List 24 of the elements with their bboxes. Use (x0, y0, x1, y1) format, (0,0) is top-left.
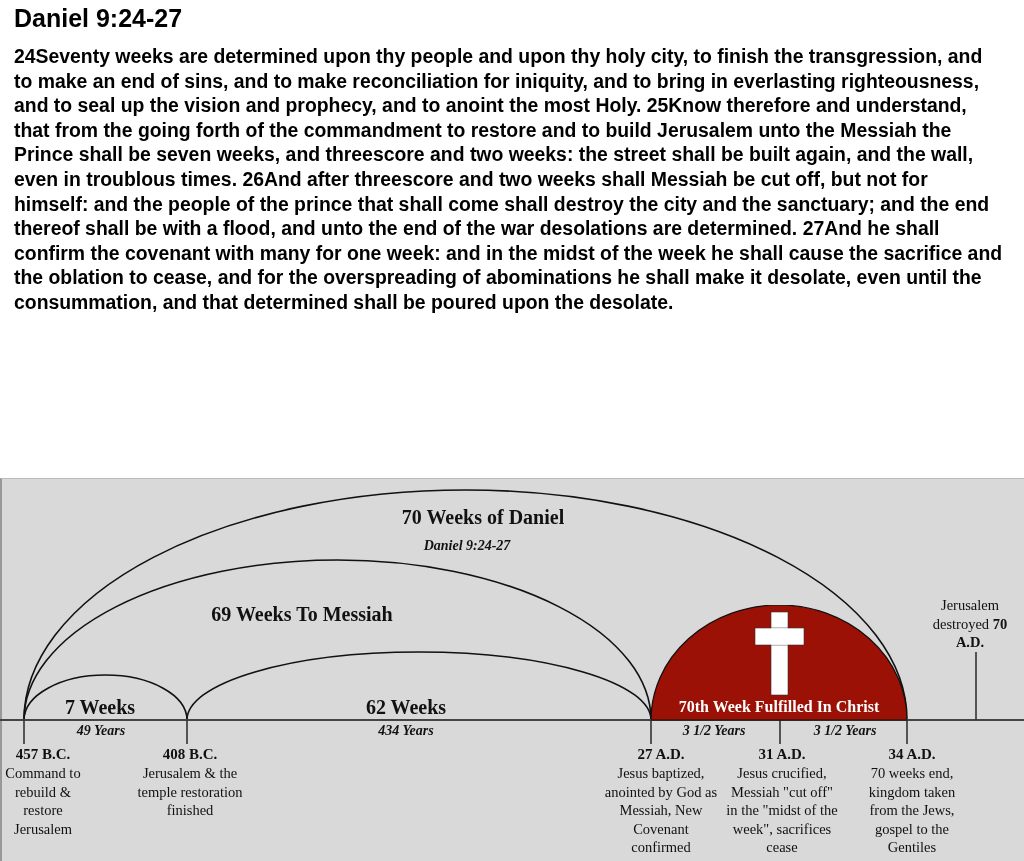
arc-label: 70 Weeks of Daniel (401, 506, 565, 529)
date-label: 31 A.D. (758, 746, 806, 763)
dome-label: 70th Week Fulfilled In Christ (677, 698, 881, 716)
event-label: 70 weeks end, kingdom taken from the Jews, gospel to the Gentiles (867, 764, 957, 857)
arc-label: 62 Weeks (365, 696, 447, 719)
event-label: Jesus crucified, Messiah "cut off" in the "midst of the week", sacrifices cease (725, 764, 839, 857)
date-label: 408 B.C. (162, 746, 218, 763)
reference-label: Daniel 9:24-27 (423, 538, 511, 554)
event-label: Jerusalem destroyed 70 A.D. (932, 596, 1008, 652)
arc-label: 69 Weeks To Messiah (211, 603, 393, 626)
arc-label: 7 Weeks (64, 696, 136, 719)
duration-label: 49 Years (76, 723, 126, 739)
title: Daniel 9:24-27 (14, 4, 183, 33)
date-label: 27 A.D. (637, 746, 685, 763)
event-label: Jesus baptized, anointed by God as Messiah, New Covenant confirmed (603, 764, 719, 857)
date-label: 34 A.D. (888, 746, 936, 763)
duration-label: 3 1/2 Years (813, 723, 877, 739)
duration-label: 3 1/2 Years (682, 723, 746, 739)
date-label: 457 B.C. (15, 746, 71, 763)
event-label: Command to rebuild & restore Jerusalem (4, 764, 82, 838)
event-label: Jerusalem & the temple restoration finished (136, 764, 244, 820)
verse-text: 24Seventy weeks are determined upon thy people and upon thy holy city, to finish the transgression, and to make an end of sins, and to make reconciliation for iniquity, and to bring in everlasting righteousness, and to seal up the vision and prophecy, and to anoint the most Holy. 25Know therefore and understand, that from the going forth of the commandment to restore and to build Jerusalem unto the Messiah the Prince shall be seven weeks, and threescore and two weeks: the street shall be built again, and the wall, even in troublous times. 26And after threescore and two weeks shall Messiah be cut off, but not for himself: and the people of the prince that shall come shall destroy the city and the sanctuary; and the end thereof shall be with a flood, and unto the end of the war desolations are determined. 27And he shall confirm the covenant with many for one week: and in the midst of the week he shall cause the sacrifice and the oblation to cease, and for the overspreading of abominations he shall make it desolate, even until the consummation, and that determined shall be poured upon the desolate. (14, 44, 1004, 315)
week-dome (651, 605, 907, 720)
duration-label: 434 Years (378, 723, 434, 739)
